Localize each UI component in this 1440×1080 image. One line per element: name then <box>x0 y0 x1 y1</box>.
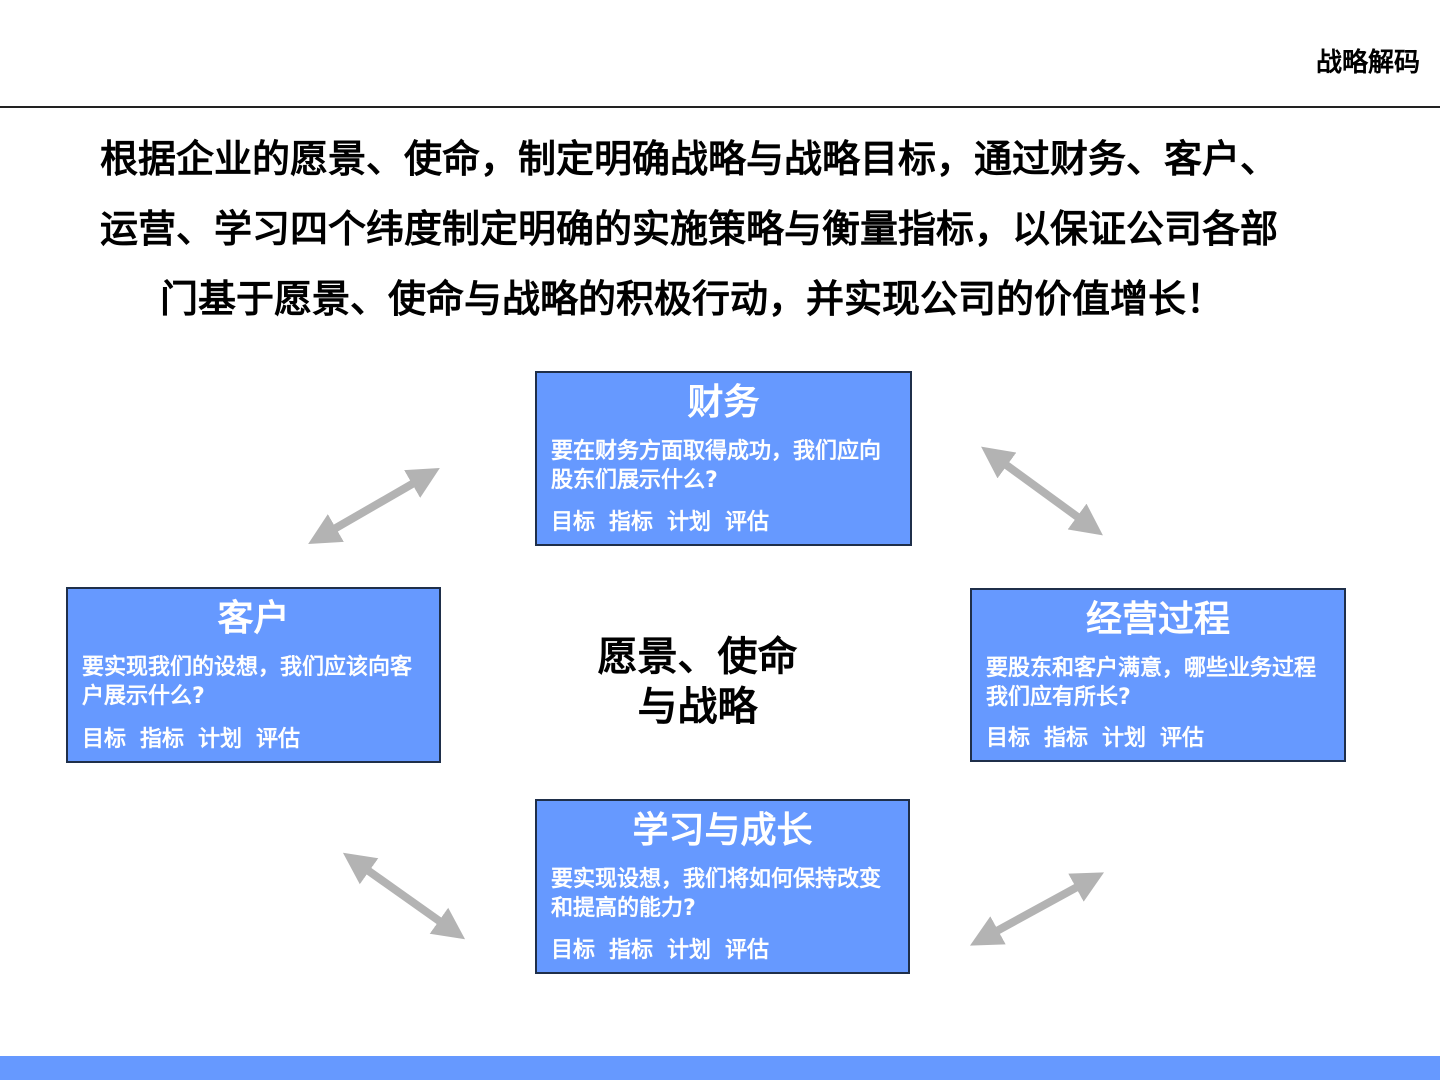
arrow-finance-process <box>981 446 1103 536</box>
metric-plan: 计划 <box>1102 726 1147 751</box>
metric-plan: 计划 <box>667 510 712 535</box>
metric-indicator: 指标 <box>1044 726 1089 751</box>
intro-line-3: 门基于愿景、使命与战略的积极行动，并实现公司的价值增长！ <box>160 277 1225 321</box>
learning-box: 学习与成长 要实现设想，我们将如何保持改变和提高的能力? 目标指标计划评估 <box>535 799 910 974</box>
process-box: 经营过程 要股东和客户满意，哪些业务过程我们应有所长? 目标指标计划评估 <box>970 588 1346 762</box>
process-question: 要股东和客户满意，哪些业务过程我们应有所长? <box>986 656 1317 710</box>
learning-question: 要实现设想，我们将如何保持改变和提高的能力? <box>551 867 882 921</box>
process-title: 经营过程 <box>1085 599 1230 640</box>
metric-evaluation: 评估 <box>725 510 770 535</box>
metric-evaluation: 评估 <box>256 727 301 752</box>
finance-question: 要在财务方面取得成功，我们应向股东们展示什么? <box>551 439 882 493</box>
customer-title: 客户 <box>217 598 290 639</box>
metric-plan: 计划 <box>198 727 243 752</box>
intro-text: 根据企业的愿景、使命，制定明确战略与战略目标，通过财务、客户、 运营、学习四个纬… <box>60 124 1380 334</box>
customer-metrics: 目标指标计划评估 <box>82 721 314 753</box>
arrow-customer-learning <box>342 852 466 940</box>
metric-evaluation: 评估 <box>1160 726 1205 751</box>
arrow-learning-process <box>969 872 1105 946</box>
metric-evaluation: 评估 <box>725 938 770 963</box>
metric-indicator: 指标 <box>609 938 654 963</box>
finance-box: 财务 要在财务方面取得成功，我们应向股东们展示什么? 目标指标计划评估 <box>535 371 912 546</box>
intro-line-2: 运营、学习四个纬度制定明确的实施策略与衡量指标，以保证公司各部 <box>100 207 1279 251</box>
learning-title: 学习与成长 <box>632 810 813 851</box>
metric-goal: 目标 <box>551 510 596 535</box>
metric-goal: 目标 <box>551 938 596 963</box>
center-line-2: 与战略 <box>637 684 758 730</box>
metric-indicator: 指标 <box>609 510 654 535</box>
page-header-title: 战略解码 <box>1315 48 1420 78</box>
center-vision-mission-strategy: 愿景、使命 与战略 <box>560 632 835 732</box>
metric-goal: 目标 <box>986 726 1031 751</box>
finance-metrics: 目标指标计划评估 <box>551 504 783 536</box>
customer-box: 客户 要实现我们的设想，我们应该向客户展示什么? 目标指标计划评估 <box>66 587 441 763</box>
intro-line-1: 根据企业的愿景、使命，制定明确战略与战略目标，通过财务、客户、 <box>100 137 1279 181</box>
metric-indicator: 指标 <box>140 727 185 752</box>
customer-question: 要实现我们的设想，我们应该向客户展示什么? <box>82 655 413 709</box>
bottom-accent-bar <box>0 1056 1440 1080</box>
arrow-customer-finance <box>308 468 440 544</box>
center-line-1: 愿景、使命 <box>597 634 798 680</box>
metric-goal: 目标 <box>82 727 127 752</box>
learning-metrics: 目标指标计划评估 <box>551 932 783 964</box>
metric-plan: 计划 <box>667 938 712 963</box>
header-divider <box>0 106 1440 108</box>
finance-title: 财务 <box>687 382 760 423</box>
process-metrics: 目标指标计划评估 <box>986 720 1218 752</box>
